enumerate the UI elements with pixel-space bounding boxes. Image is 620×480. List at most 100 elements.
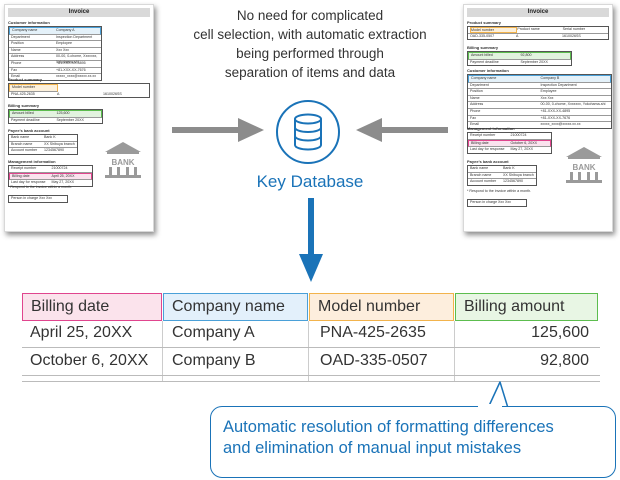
form-row: Fax+81-XXX-XX-7676	[9, 68, 101, 75]
svg-text:BANK: BANK	[572, 163, 595, 172]
header-billing-amount: Billing amount	[455, 293, 598, 321]
invoice-note: * Respond to the invoice within a month.	[8, 185, 73, 189]
section-heading: Management information	[467, 126, 515, 131]
column-divider	[162, 321, 163, 381]
section-heading: Billing summary	[467, 45, 499, 50]
header-company-name: Company name	[163, 293, 308, 321]
invoice-note: * Respond to the invoice within a month.	[467, 189, 532, 193]
table-cell: Company B	[172, 352, 256, 369]
callout-box: Automatic resolution of formatting diffe…	[210, 406, 616, 478]
section-heading: Customer information	[8, 20, 50, 25]
table-cell: OAD-335-0507	[320, 352, 428, 369]
section-heading: Billing summary	[8, 103, 40, 108]
form-row: Phone+81-XXX-XX-4895	[468, 109, 611, 116]
table-cell: April 25, 20XX	[30, 324, 133, 341]
database-label: Key Database	[256, 172, 364, 191]
section-heading: Product summary	[467, 20, 502, 25]
database-icon-ring	[276, 100, 340, 164]
row-divider	[22, 375, 600, 376]
section-heading: Management information	[8, 159, 56, 164]
svg-text:BANK: BANK	[111, 158, 134, 167]
bank-icon: BANK	[566, 147, 602, 183]
table-cell: 92,800	[540, 352, 589, 369]
section-heading: Payee's bank account	[467, 159, 509, 164]
invoice-left: Invoice Customer information Company nam…	[4, 4, 154, 232]
header-model-number: Model number	[309, 293, 454, 321]
column-divider	[454, 321, 455, 381]
section-heading: Customer information	[467, 68, 509, 73]
arrow-left-icon	[356, 118, 448, 142]
table-cell: Company A	[172, 324, 255, 341]
form-row: Model number	[9, 84, 58, 92]
database-icon	[294, 113, 322, 151]
column-divider	[308, 321, 309, 381]
caption-line: being performed through	[236, 46, 384, 61]
arrow-right-icon	[172, 118, 264, 142]
caption-line: cell selection, with automatic extractio…	[193, 27, 427, 42]
section-heading: Payee's bank account	[8, 128, 50, 133]
section-heading: Product summary	[8, 77, 43, 82]
callout-line: Automatic resolution of formatting diffe…	[223, 418, 554, 436]
callout-pointer-mask	[478, 404, 502, 408]
form-row: Fax+81-XXX-XX-7676	[468, 116, 611, 123]
table-cell: 125,600	[531, 324, 589, 341]
callout-line: and elimination of manual input mistakes	[223, 439, 522, 457]
form-row: Phone+81-XXX-XX-4895	[9, 61, 101, 68]
caption-text: No need for complicated cell selection, …	[190, 6, 430, 82]
invoice-title: Invoice	[467, 8, 609, 17]
caption-line: No need for complicated	[236, 8, 384, 23]
table-cell: October 6, 20XX	[30, 352, 149, 369]
caption-line: separation of items and data	[224, 65, 396, 80]
row-divider	[22, 347, 600, 348]
bank-icon: BANK	[105, 142, 141, 178]
row-divider	[22, 381, 600, 382]
header-billing-date: Billing date	[22, 293, 162, 321]
arrow-down-icon	[299, 198, 323, 282]
